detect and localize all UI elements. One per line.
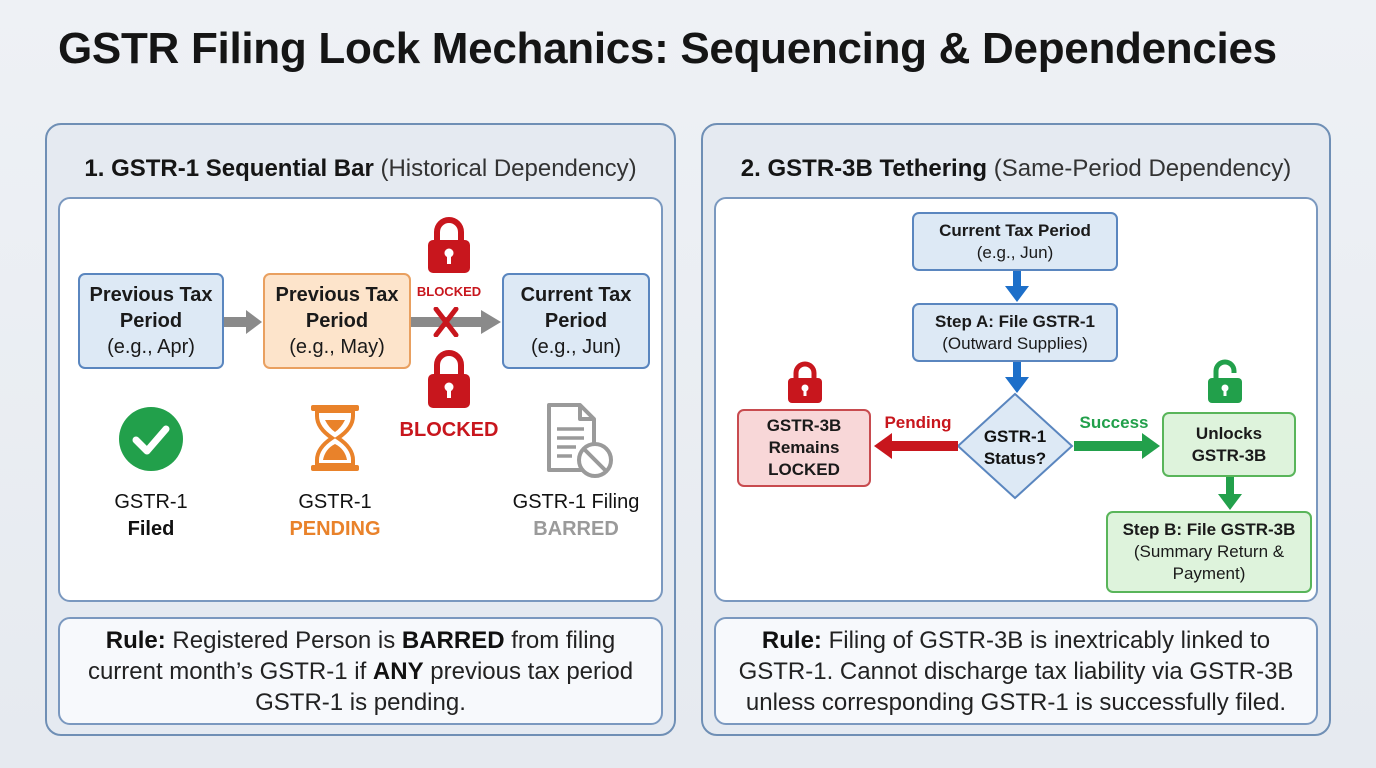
rule-part: from filing current month’s GSTR-1 if: [87, 626, 616, 685]
rule-emphasis: BARRED: [401, 626, 505, 654]
status-value: BARRED: [533, 518, 619, 540]
status-pending: GSTR-1 PENDING: [275, 489, 395, 543]
lock-icon: [428, 350, 470, 408]
sequential-bar-panel: 1. GSTR-1 Sequential Bar (Historical Dep…: [45, 123, 676, 736]
blocked-arrow-icon: [411, 307, 501, 337]
box-line: Step A: File GSTR-1: [935, 311, 1095, 331]
box-line: (e.g., Jun): [976, 242, 1054, 262]
status-value: Filed: [127, 518, 175, 540]
panel-heading-bold: 2. GSTR-3B Tethering: [740, 155, 988, 182]
status-value: PENDING: [289, 518, 381, 540]
box-line: GSTR-3B: [766, 416, 842, 435]
arrow-right-icon: [1074, 433, 1160, 459]
status-line: GSTR-1: [298, 491, 372, 513]
panel-heading: 2. GSTR-3B Tethering (Same-Period Depend…: [703, 155, 1329, 183]
box-line: Previous Tax: [275, 284, 399, 306]
rule-emphasis: ANY: [372, 657, 424, 685]
rule-box: Rule: Filing of GSTR-3B is inextricably …: [714, 617, 1318, 725]
box-line: Unlocks: [1195, 423, 1263, 443]
lock-icon: [428, 217, 470, 273]
arrow-down-icon: [1005, 271, 1029, 302]
box-line: Current Tax Period: [939, 220, 1091, 240]
box-line: Period: [544, 310, 608, 332]
period-box-jun: Current Tax Period (e.g., Jun): [502, 273, 650, 369]
unlock-icon: [1208, 359, 1242, 403]
decision-diamond: [956, 392, 1074, 500]
decision-line: GSTR-1: [983, 427, 1047, 446]
box-line: (Summary Return &: [1133, 542, 1285, 561]
panel-heading-sub: (Same-Period Dependency): [993, 155, 1292, 182]
unlock-box: Unlocks GSTR-3B: [1162, 412, 1296, 477]
hourglass-icon: [311, 405, 359, 471]
rule-text: Rule: Filing of GSTR-3B is inextricably …: [736, 625, 1296, 718]
arrow-left-icon: [874, 433, 958, 459]
lock-icon: [788, 361, 822, 403]
period-box-apr: Previous Tax Period (e.g., Apr): [78, 273, 224, 369]
period-box-may: Previous Tax Period (e.g., May): [263, 273, 411, 369]
status-line: GSTR-1 Filing: [512, 491, 640, 513]
panel-heading: 1. GSTR-1 Sequential Bar (Historical Dep…: [47, 155, 674, 183]
box-line: Remains: [768, 438, 840, 457]
box-line: Previous Tax: [89, 284, 213, 306]
box-line: Current Tax: [520, 284, 632, 306]
box-line: (Outward Supplies): [942, 333, 1088, 353]
step-a-box: Step A: File GSTR-1 (Outward Supplies): [912, 303, 1118, 362]
rule-part: previous tax period GSTR-1 is pending.: [255, 657, 634, 716]
step-b-box: Step B: File GSTR-3B (Summary Return & P…: [1106, 511, 1312, 593]
box-line: Period: [119, 310, 183, 332]
tethering-flowchart: Current Tax Period (e.g., Jun) Step A: F…: [714, 197, 1318, 602]
tethering-panel: 2. GSTR-3B Tethering (Same-Period Depend…: [701, 123, 1331, 736]
box-line: Step B: File GSTR-3B: [1122, 520, 1296, 539]
page-title: GSTR Filing Lock Mechanics: Sequencing &…: [58, 24, 1277, 73]
box-line: Payment): [1172, 564, 1246, 583]
box-line: LOCKED: [768, 460, 840, 479]
arrow-right-icon: [224, 310, 262, 334]
rule-part: Filing of GSTR-3B is inextricably linked…: [738, 626, 1294, 716]
arrow-down-icon: [1005, 362, 1029, 393]
rule-label: Rule:: [761, 626, 822, 654]
box-line: (e.g., Jun): [530, 336, 622, 358]
arrow-down-icon: [1218, 477, 1242, 510]
box-line: (e.g., Apr): [107, 336, 195, 358]
sequential-diagram: Previous Tax Period (e.g., Apr) Previous…: [58, 197, 663, 602]
panel-heading-bold: 1. GSTR-1 Sequential Bar: [84, 155, 374, 182]
current-period-box: Current Tax Period (e.g., Jun): [912, 212, 1118, 271]
blocked-large-label: BLOCKED: [399, 419, 499, 441]
rule-box: Rule: Registered Person is BARRED from f…: [58, 617, 663, 725]
success-label: Success: [1079, 413, 1149, 432]
document-blocked-icon: [547, 403, 613, 478]
decision-line: Status?: [983, 449, 1047, 468]
rule-part: Registered Person is: [165, 626, 402, 654]
decision-label: GSTR-1 Status?: [966, 426, 1064, 470]
box-line: Period: [305, 310, 369, 332]
locked-box: GSTR-3B Remains LOCKED: [737, 409, 871, 487]
status-filed: GSTR-1 Filed: [91, 489, 211, 543]
box-line: GSTR-3B: [1191, 445, 1267, 465]
panel-heading-sub: (Historical Dependency): [380, 155, 637, 182]
box-line: (e.g., May): [289, 336, 385, 358]
pending-label: Pending: [884, 413, 952, 432]
rule-text: Rule: Registered Person is BARRED from f…: [80, 625, 641, 718]
check-circle-icon: [119, 407, 183, 471]
status-barred: GSTR-1 Filing BARRED: [500, 489, 652, 543]
status-line: GSTR-1: [114, 491, 188, 513]
rule-label: Rule:: [105, 626, 166, 654]
blocked-small-label: BLOCKED: [416, 284, 482, 299]
